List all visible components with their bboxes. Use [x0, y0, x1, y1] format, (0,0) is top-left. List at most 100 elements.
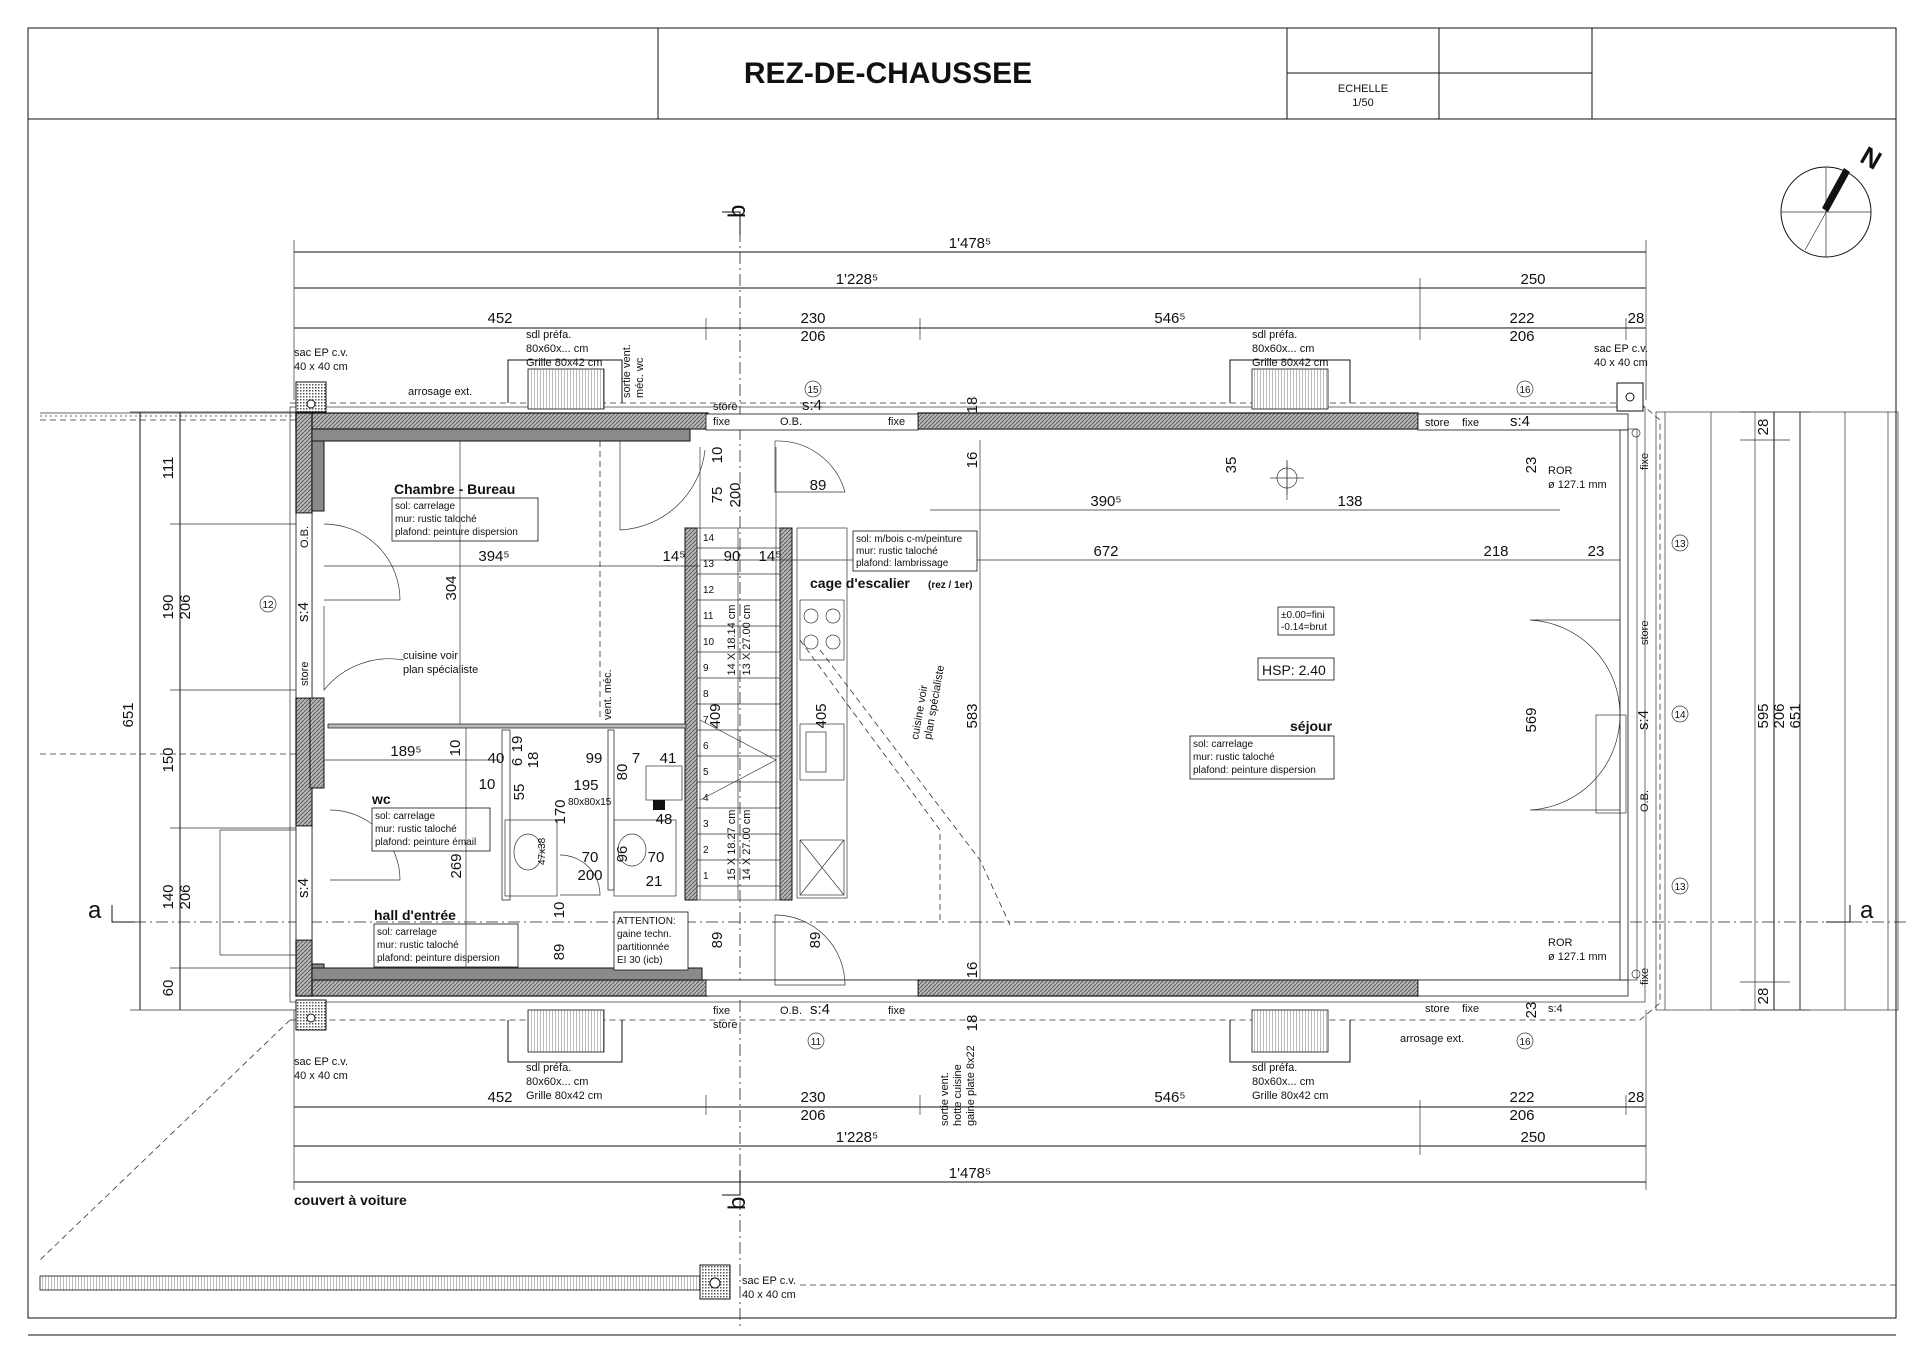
- sortie-vent-2: méc. wc: [634, 357, 646, 398]
- sdl-tr-2: 80x60x... cm: [1252, 343, 1314, 355]
- stairs-dn-1: 15 X 18.27 cm: [726, 810, 738, 881]
- stairs-dn-2: 14 X 27.00 cm: [741, 810, 753, 881]
- sac-tl-1: sac EP c.v.: [294, 347, 348, 359]
- wc-sol: sol: carrelage: [375, 811, 435, 822]
- s4-bot: s:4: [810, 1001, 830, 1018]
- dim-409: 409: [707, 703, 724, 728]
- axis-16-bottom: 16: [1519, 1037, 1531, 1048]
- dim-304: 304: [443, 575, 460, 600]
- svg-text:9: 9: [703, 663, 709, 674]
- arrosage-top: arrosage ext.: [408, 386, 472, 398]
- arrosage-bottom: arrosage ext.: [1400, 1033, 1464, 1045]
- ror-top-1: ROR: [1548, 465, 1573, 477]
- sdl-bl-1: sdl préfa.: [526, 1062, 571, 1074]
- dim-left-206a: 206: [177, 594, 194, 619]
- sdl-tl-1: sdl préfa.: [526, 329, 571, 341]
- dim-right-28b: 28: [1755, 988, 1772, 1005]
- dim-189: 189⁵: [390, 743, 421, 760]
- room-sejour: séjour sol: carrelage mur: rustic taloch…: [1189, 606, 1335, 780]
- opening-labels: store fixe O.B. s:4 fixe store fixe s:4 …: [295, 397, 1652, 1031]
- dim-right-top: 250: [1520, 271, 1545, 288]
- store-bot-1: store: [713, 1019, 737, 1031]
- dim-seg5-bottom: 28: [1628, 1089, 1645, 1106]
- svg-text:3: 3: [703, 819, 709, 830]
- svg-text:14: 14: [703, 533, 715, 544]
- dim-195: 195: [573, 777, 598, 794]
- dim-seg4b-top: 206: [1509, 328, 1534, 345]
- dim-23b: 23: [1523, 457, 1540, 474]
- ob-left: O.B.: [299, 526, 311, 548]
- axis-markers: 15 16 12 13 14 13 11 16: [259, 380, 1689, 1050]
- dim-145b: 14⁵: [759, 548, 782, 565]
- sejour-mur: mur: rustic taloché: [1193, 752, 1275, 763]
- room-escalier: sol: m/bois c-m/peinture mur: rustic tal…: [810, 530, 978, 591]
- sortie-vent-1: sortie vent.: [621, 344, 633, 398]
- dim-inner-top: 1'228⁵: [836, 271, 878, 288]
- dim-89a: 89: [551, 944, 568, 961]
- dim-seg5-top: 28: [1628, 310, 1645, 327]
- dim-138: 138: [1337, 493, 1362, 510]
- dim-16a: 16: [964, 452, 981, 469]
- cuisine-note-1: cuisine voir: [403, 650, 458, 662]
- axis-13-bottom: 13: [1674, 882, 1686, 893]
- attention-1: ATTENTION:: [617, 916, 676, 927]
- dim-218: 218: [1483, 543, 1508, 560]
- dim-overall-bottom: 1'478⁵: [949, 1165, 991, 1182]
- scale-label: ECHELLE: [1338, 83, 1388, 95]
- dim-583: 583: [964, 703, 981, 728]
- svg-text:12: 12: [703, 585, 715, 596]
- dim-390: 390⁵: [1090, 493, 1121, 510]
- dim-269: 269: [448, 853, 465, 878]
- room-name-sejour: séjour: [1290, 718, 1333, 734]
- scale-value: 1/50: [1352, 97, 1373, 109]
- dim-35: 35: [1223, 457, 1240, 474]
- staircase: 14 13 12 11 10 9 8 7 6 5 4 3 2 1 14 X 18…: [696, 527, 781, 901]
- dim-170: 170: [552, 799, 569, 824]
- dim-10d: 10: [709, 447, 726, 464]
- dim-seg4a-top: 222: [1509, 310, 1534, 327]
- wall-bottom-left: [295, 979, 709, 997]
- level-brut: -0.14=brut: [1281, 622, 1327, 633]
- dim-41: 41: [660, 750, 677, 767]
- s4-left: s:4: [295, 602, 312, 622]
- title-block: REZ-DE-CHAUSSEE ECHELLE 1/50: [27, 27, 1897, 1336]
- top-dimensions: 1'478⁵ 1'228⁵ 250 452 230 206 546⁵ 222 2…: [293, 235, 1647, 400]
- dim-21: 21: [646, 873, 663, 890]
- dim-left-150: 150: [160, 747, 177, 772]
- dim-seg4a-bottom: 222: [1509, 1089, 1534, 1106]
- dim-7: 7: [632, 750, 640, 767]
- dim-70b: 70: [648, 849, 665, 866]
- basin-size: 47x38: [537, 837, 548, 865]
- dim-seg2b-bottom: 206: [800, 1107, 825, 1124]
- store-top-2: store: [1425, 417, 1449, 429]
- hall-plafond: plafond: peinture dispersion: [377, 953, 500, 964]
- section-b-bottom: b: [724, 1197, 751, 1210]
- inner-dimensions: 394⁵ 304 189⁵ 269 10 10 40 6 19 18 99 7 …: [324, 397, 1605, 1032]
- dim-23a: 23: [1588, 543, 1605, 560]
- attention-4: EI 30 (icb): [617, 955, 663, 966]
- wall-left-1: [295, 412, 313, 514]
- hall-mur: mur: rustic taloché: [377, 940, 459, 951]
- room-hall: hall d'entrée sol: carrelage mur: rustic…: [373, 907, 519, 968]
- sejour-sol: sol: carrelage: [1193, 739, 1253, 750]
- exterior-outline: [39, 402, 1900, 1286]
- attention-2: gaine techn.: [617, 929, 672, 940]
- dim-seg1-top: 452: [487, 310, 512, 327]
- light-wells: [507, 359, 1351, 1063]
- sdl-tl-3: Grille 80x42 cm: [526, 357, 602, 369]
- right-dimensions: 28 595 206 651 28: [1740, 411, 1810, 1011]
- sac-bl-2: 40 x 40 cm: [294, 1070, 348, 1082]
- dim-seg2b-top: 206: [800, 328, 825, 345]
- dim-inner-bottom: 1'228⁵: [836, 1129, 878, 1146]
- bottom-dimensions: 452 230 206 546⁵ 222 206 28 1'228⁵ 250 1…: [293, 1010, 1647, 1190]
- dim-145a: 14⁵: [663, 548, 686, 565]
- fixe-right-1: fixe: [1639, 453, 1651, 470]
- dim-10a: 10: [447, 740, 464, 757]
- ob-top: O.B.: [780, 416, 802, 428]
- s4-bot-2: s:4: [1548, 1003, 1563, 1015]
- dim-18c: 18: [964, 1015, 981, 1032]
- wall-top-right: [917, 412, 1419, 430]
- hall-sol: sol: carrelage: [377, 927, 437, 938]
- sdl-tl-2: 80x60x... cm: [526, 343, 588, 355]
